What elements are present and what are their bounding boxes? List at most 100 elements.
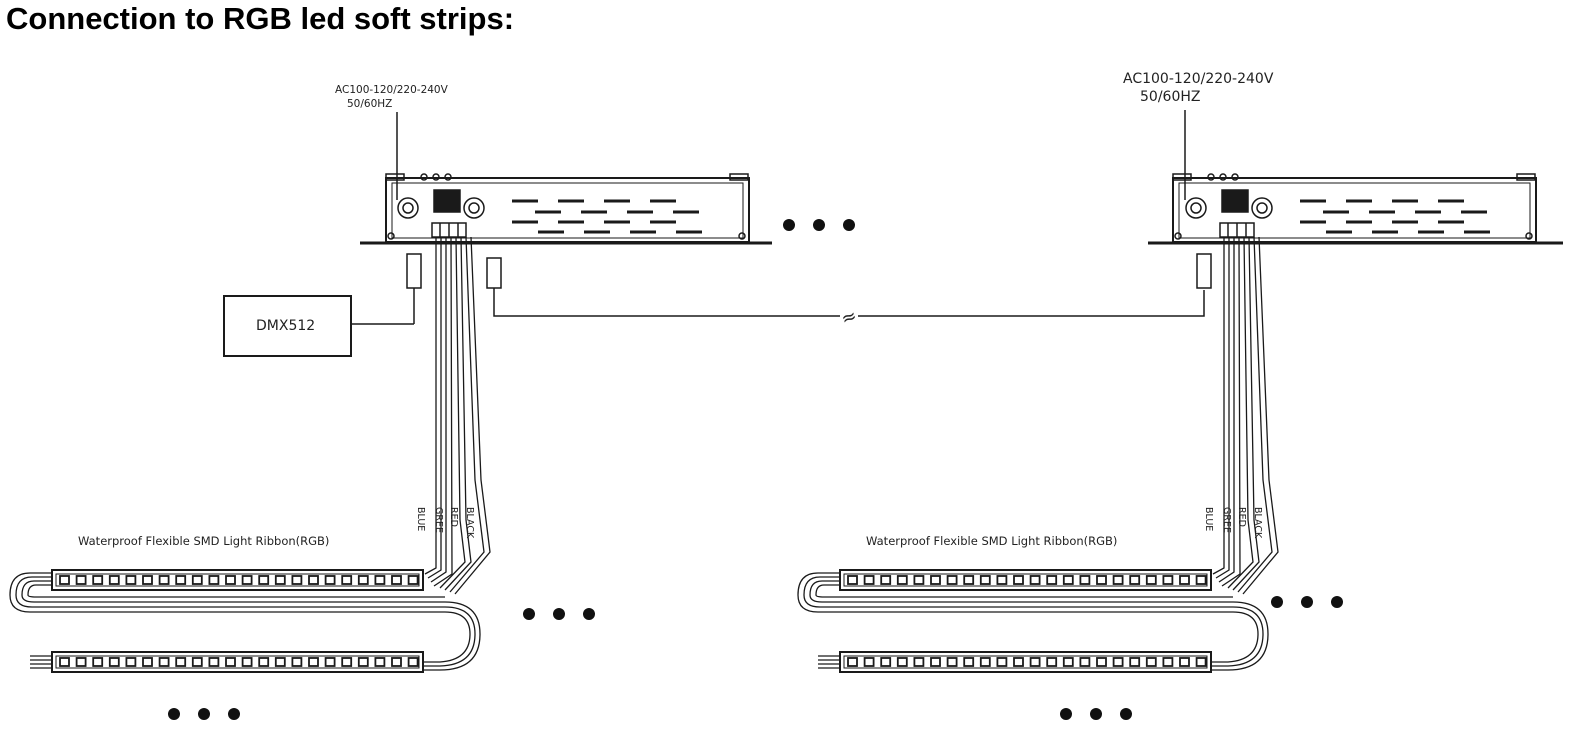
unit-2: AC100-120/220-240V 50/60HZ [797, 71, 1563, 673]
led-chip [258, 657, 270, 667]
led-chip [241, 575, 253, 585]
led-chip [896, 657, 908, 667]
led-chip [308, 575, 319, 585]
unit-2-wire-bundle [1212, 236, 1279, 595]
led-chip [258, 575, 270, 585]
led-chip [208, 657, 220, 667]
led-chip [1129, 575, 1141, 585]
led-chip [391, 575, 402, 585]
led-chip [158, 657, 170, 667]
led-chip [191, 657, 203, 667]
unit-1-wire-label-blue: BLUE [415, 507, 426, 531]
unit-2-wire-label-blue: BLUE [1203, 507, 1214, 531]
led-chip [1162, 657, 1174, 667]
three-dots-icon [168, 708, 240, 720]
led-chip [291, 575, 303, 585]
led-chip [1179, 575, 1190, 585]
led-chip [1179, 657, 1190, 667]
unit-1-wire-label-black: BLACK [464, 507, 475, 539]
led-chip [1029, 657, 1041, 667]
led-chip [1046, 575, 1058, 585]
led-chip [108, 657, 120, 667]
led-chip [274, 657, 286, 667]
led-chip [191, 575, 203, 585]
page-title: Connection to RGB led soft strips: [6, 1, 515, 36]
led-chip [374, 657, 386, 667]
unit-1-decoder-box [360, 173, 772, 245]
led-chip [142, 575, 153, 585]
led-chip [407, 657, 419, 667]
led-chip [1112, 575, 1124, 585]
led-chip [913, 575, 925, 585]
unit-2-strip-top [839, 569, 1212, 591]
led-chip [946, 575, 958, 585]
led-chip [1062, 657, 1074, 667]
led-chip [1129, 657, 1141, 667]
led-chip [308, 657, 319, 667]
led-chip [274, 575, 286, 585]
three-dots-icon [1271, 596, 1343, 608]
unit-1-dmx-in-plug [350, 253, 422, 325]
unit-1-power-label: AC100-120/220-240V [335, 84, 449, 96]
led-chip [1062, 575, 1074, 585]
led-chip [125, 575, 137, 585]
led-chip [92, 575, 104, 585]
led-chip [92, 657, 104, 667]
led-chip [847, 657, 858, 667]
unit-1-freq-label: 50/60HZ [347, 98, 392, 110]
led-chip [880, 657, 892, 667]
unit-1-strip-label: Waterproof Flexible SMD Light Ribbon(RGB… [78, 534, 329, 548]
led-chip [930, 657, 941, 667]
led-chip [208, 575, 220, 585]
led-chip [1029, 575, 1041, 585]
led-chip [1096, 657, 1107, 667]
led-chip [1145, 575, 1157, 585]
led-chip [896, 575, 908, 585]
led-chip [979, 657, 991, 667]
unit-1: AC100-120/220-240V 50/60HZ [9, 84, 840, 673]
led-chip [996, 575, 1008, 585]
unit-2-dmx-in-plug [1196, 253, 1212, 289]
unit-2-wire-label-black: BLACK [1252, 507, 1263, 539]
unit-1-strip-top [51, 569, 424, 591]
led-chip [946, 657, 958, 667]
led-chip [1195, 575, 1207, 585]
led-chip [847, 575, 858, 585]
unit-1-wire-bundle [424, 236, 491, 595]
led-chip [913, 657, 925, 667]
led-chip [863, 657, 875, 667]
unit-2-strip-loops [797, 572, 1269, 671]
unit-2-wire-label-red: RED [1236, 507, 1247, 527]
led-chip [1046, 657, 1058, 667]
led-chip [979, 575, 991, 585]
led-chip [241, 657, 253, 667]
three-dots-icon [783, 219, 855, 231]
three-dots-icon [1060, 708, 1132, 720]
led-chip [1162, 575, 1174, 585]
led-chip [175, 657, 187, 667]
led-chip [324, 657, 336, 667]
led-chip [374, 575, 386, 585]
led-chip [1145, 657, 1157, 667]
unit-2-strip-bottom [839, 651, 1212, 673]
led-chip [175, 575, 187, 585]
dmx512-label: DMX512 [256, 318, 315, 334]
led-chip [108, 575, 120, 585]
led-chip [1112, 657, 1124, 667]
led-chip [407, 575, 419, 585]
led-chip [963, 575, 975, 585]
unit-1-wire-label-green: GREE [433, 507, 444, 533]
led-chip [341, 657, 353, 667]
unit-1-strip-loops [9, 572, 481, 671]
dmx-link-cable [858, 290, 1205, 317]
led-chip [59, 657, 70, 667]
led-chip [59, 575, 70, 585]
led-chip [930, 575, 941, 585]
led-chip [291, 657, 303, 667]
three-dots-icon [523, 608, 595, 620]
led-chip [324, 575, 336, 585]
unit-2-strip-label: Waterproof Flexible SMD Light Ribbon(RGB… [866, 534, 1117, 548]
led-chip [1013, 657, 1024, 667]
led-chip [1195, 657, 1207, 667]
